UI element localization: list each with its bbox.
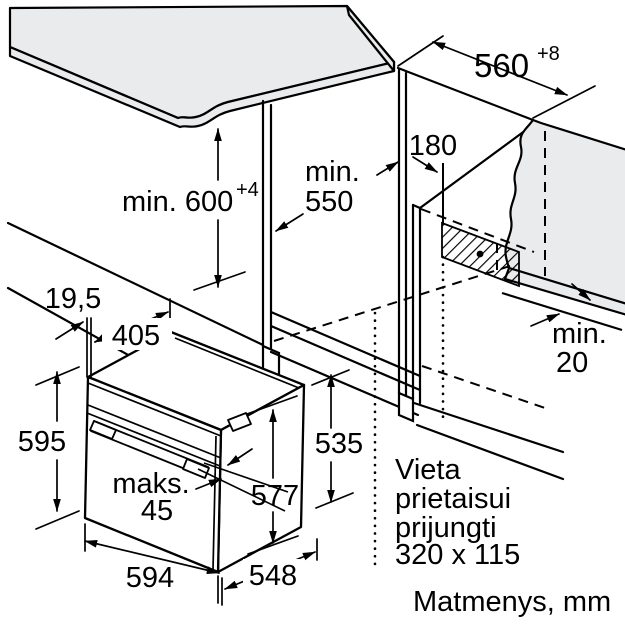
- dim-connection-offset: [376, 156, 438, 176]
- countertop: [8, 4, 396, 129]
- note-line-2: prietaisui: [395, 483, 511, 515]
- label-niche-width: 560: [474, 47, 529, 84]
- label-niche-height-tol: +4: [236, 179, 259, 201]
- cabinet-front-top-line: [6, 221, 265, 347]
- dim-oven-width: [84, 523, 220, 574]
- dim-oven-depth: [217, 538, 318, 606]
- units-label: Matmenys, mm: [413, 586, 611, 618]
- label-niche-depth-value: 550: [305, 186, 353, 218]
- dim-niche-width: [397, 35, 596, 119]
- dimensions: [35, 35, 596, 606]
- label-oven-width: 594: [126, 562, 174, 594]
- label-niche-width-tol: +8: [537, 43, 560, 65]
- dim-body-height: [246, 395, 299, 555]
- label-inner-height: 535: [315, 428, 363, 460]
- label-niche-depth-word: min.: [305, 156, 360, 188]
- countertop-right-end: [345, 4, 396, 73]
- label-handle-value: 45: [141, 495, 173, 527]
- labels: min. 600 +4 560 +8 min. 550 180 19,5 405…: [18, 43, 611, 618]
- label-handle-word: maks.: [112, 468, 189, 500]
- oven-front-top-double: [87, 382, 222, 437]
- oven-handle-right-cap: [182, 458, 210, 479]
- side-vent-cutout: [227, 412, 252, 432]
- niche-hidden-top: [420, 208, 535, 253]
- label-niche-height: min. 600: [122, 186, 233, 218]
- plinth-bottom-line: [415, 423, 565, 481]
- oven-handle-left-cap: [89, 420, 117, 440]
- control-panel-line1: [87, 404, 222, 459]
- label-door-thickness: 19,5: [45, 283, 101, 315]
- label-oven-height: 595: [18, 426, 66, 458]
- dim-oven-height: [35, 366, 80, 530]
- niche-floor-front: [269, 310, 422, 378]
- divider-panel-foot: [397, 391, 415, 423]
- back-wall: [501, 118, 625, 332]
- niche-hidden-floor-rear: [273, 265, 511, 342]
- niche-hidden-bottom-front: [421, 365, 546, 409]
- dim-niche-height: [193, 128, 246, 291]
- label-connection-offset: 180: [409, 130, 457, 162]
- niche-floor-thickness: [269, 324, 422, 392]
- label-body-height: 577: [251, 480, 299, 512]
- control-panel-line2: [86, 412, 221, 467]
- note-line-4: 320 x 115: [395, 539, 520, 571]
- note-line-1: Vieta: [395, 454, 461, 486]
- label-rear-gap-word: min.: [552, 318, 607, 350]
- connection-area-hatch: [441, 221, 520, 288]
- label-rear-gap-value: 20: [556, 347, 588, 379]
- dim-handle-depth: [195, 448, 253, 490]
- countertop-top-surface: [8, 4, 396, 120]
- oven-top-rear-double: [174, 337, 300, 389]
- dim-inner-height: [311, 369, 354, 509]
- side-panel-cap: [411, 203, 422, 210]
- handle-plane-extension: [203, 462, 289, 493]
- connection-point-dot: [476, 250, 484, 258]
- side-panel-top-edge: [418, 125, 532, 210]
- label-top-depth: 405: [112, 320, 160, 352]
- plinth-top-line: [412, 401, 565, 454]
- dim-top-depth: [94, 298, 172, 350]
- label-oven-depth: 548: [249, 560, 297, 592]
- dim-rear-gap: [530, 283, 591, 327]
- note-line-3: prijungti: [395, 512, 497, 544]
- floor-rear-line: [501, 291, 623, 332]
- drawer-front-line: [269, 350, 420, 417]
- dim-niche-depth: [275, 213, 304, 232]
- door-plane-extension: [197, 468, 286, 512]
- note-connection-area: Vieta prietaisui prijungti 320 x 115: [395, 454, 520, 571]
